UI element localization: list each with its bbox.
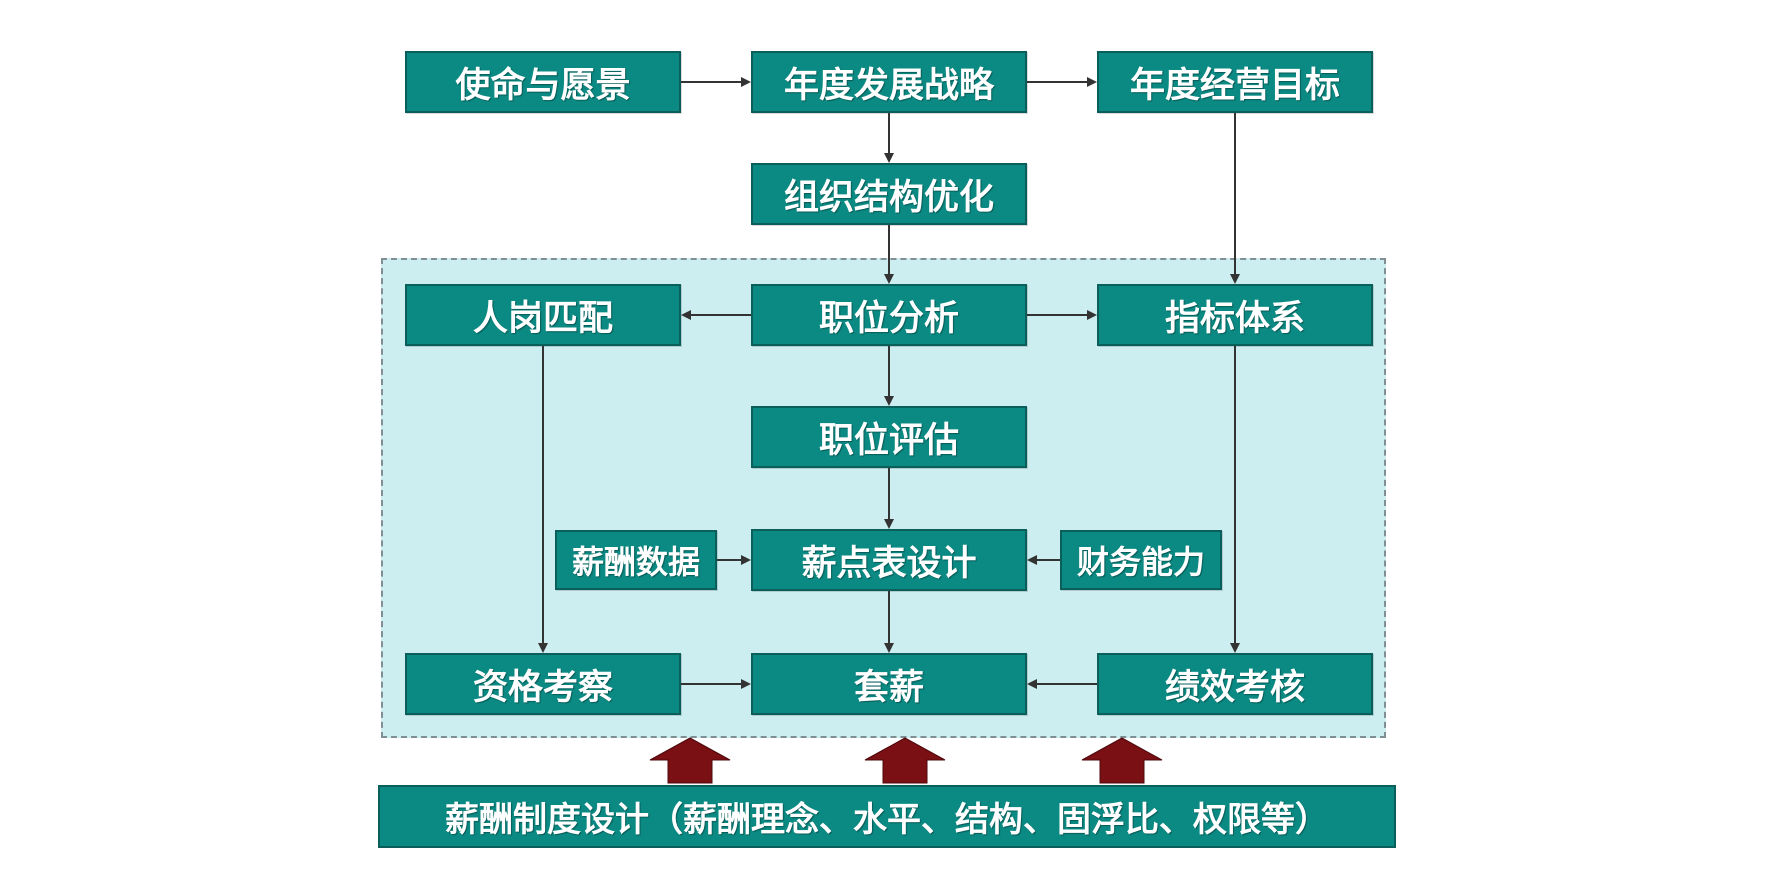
- node-job-evaluation: 职位评估: [751, 406, 1027, 468]
- node-mission-vision: 使命与愿景: [405, 51, 681, 113]
- node-annual-targets: 年度经营目标: [1097, 51, 1373, 113]
- node-salary-data: 薪酬数据: [555, 530, 717, 590]
- node-indicator-system: 指标体系: [1097, 284, 1373, 346]
- node-financial-capacity: 财务能力: [1060, 530, 1222, 590]
- big-up-arrow-center: [864, 737, 946, 784]
- node-job-analysis: 职位分析: [751, 284, 1027, 346]
- big-up-arrow-left: [649, 737, 731, 784]
- node-performance-appraisal: 绩效考核: [1097, 653, 1373, 715]
- big-up-arrow-right: [1081, 737, 1163, 784]
- node-salary-scale-design: 薪点表设计: [751, 529, 1027, 591]
- node-annual-strategy: 年度发展战略: [751, 51, 1027, 113]
- footer-compensation-system-design: 薪酬制度设计（薪酬理念、水平、结构、固浮比、权限等）: [378, 785, 1396, 848]
- node-person-job-match: 人岗匹配: [405, 284, 681, 346]
- node-qualification-review: 资格考察: [405, 653, 681, 715]
- node-salary-mapping: 套薪: [751, 653, 1027, 715]
- node-org-optimization: 组织结构优化: [751, 163, 1027, 225]
